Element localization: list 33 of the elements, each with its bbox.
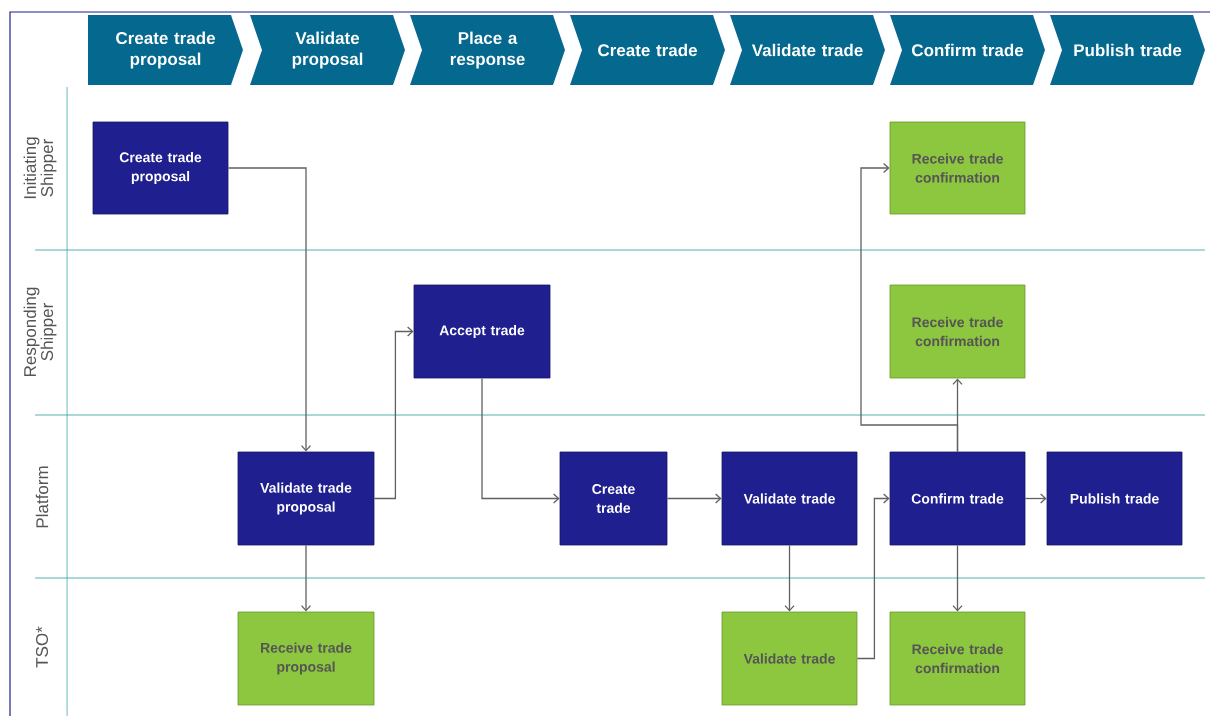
arrow [481, 377, 560, 504]
arrow [860, 162, 959, 453]
lane-label: TSO* [36, 626, 49, 668]
step-banner: Validate proposal [250, 15, 405, 85]
step-banner: Confirm trade [890, 15, 1045, 85]
arrow [856, 493, 890, 660]
arrow [227, 167, 312, 452]
step-banner: Create trade [570, 15, 725, 85]
process-box: Validate trade [721, 451, 858, 546]
arrow [373, 326, 414, 500]
arrow [300, 544, 312, 612]
process-box: Receive trade proposal [237, 611, 375, 706]
process-box: Confirm trade [889, 451, 1026, 546]
arrow [952, 544, 963, 612]
step-banner: Validate trade [730, 15, 885, 85]
process-box: Receive trade confirmation [889, 611, 1026, 706]
process-box: Receive trade confirmation [889, 284, 1026, 379]
lane-label: Responding Shipper [23, 287, 57, 376]
arrow [666, 493, 722, 504]
process-box: Create trade proposal [92, 121, 229, 215]
step-banner: Create trade proposal [88, 15, 243, 85]
process-box: Accept trade [413, 284, 551, 379]
lane-label: Initiating Shipper [23, 137, 57, 199]
arrow [784, 544, 795, 612]
process-box: Validate trade [721, 611, 858, 706]
step-banner: Place a response [410, 15, 565, 85]
process-box: Publish trade [1046, 451, 1183, 546]
arrow [1024, 493, 1047, 504]
process-box: Create trade [559, 451, 668, 546]
step-banner: Publish trade [1050, 15, 1205, 85]
process-box: Validate trade proposal [237, 451, 375, 546]
lane-label: Platform [35, 466, 49, 528]
process-box: Receive trade confirmation [889, 121, 1026, 215]
